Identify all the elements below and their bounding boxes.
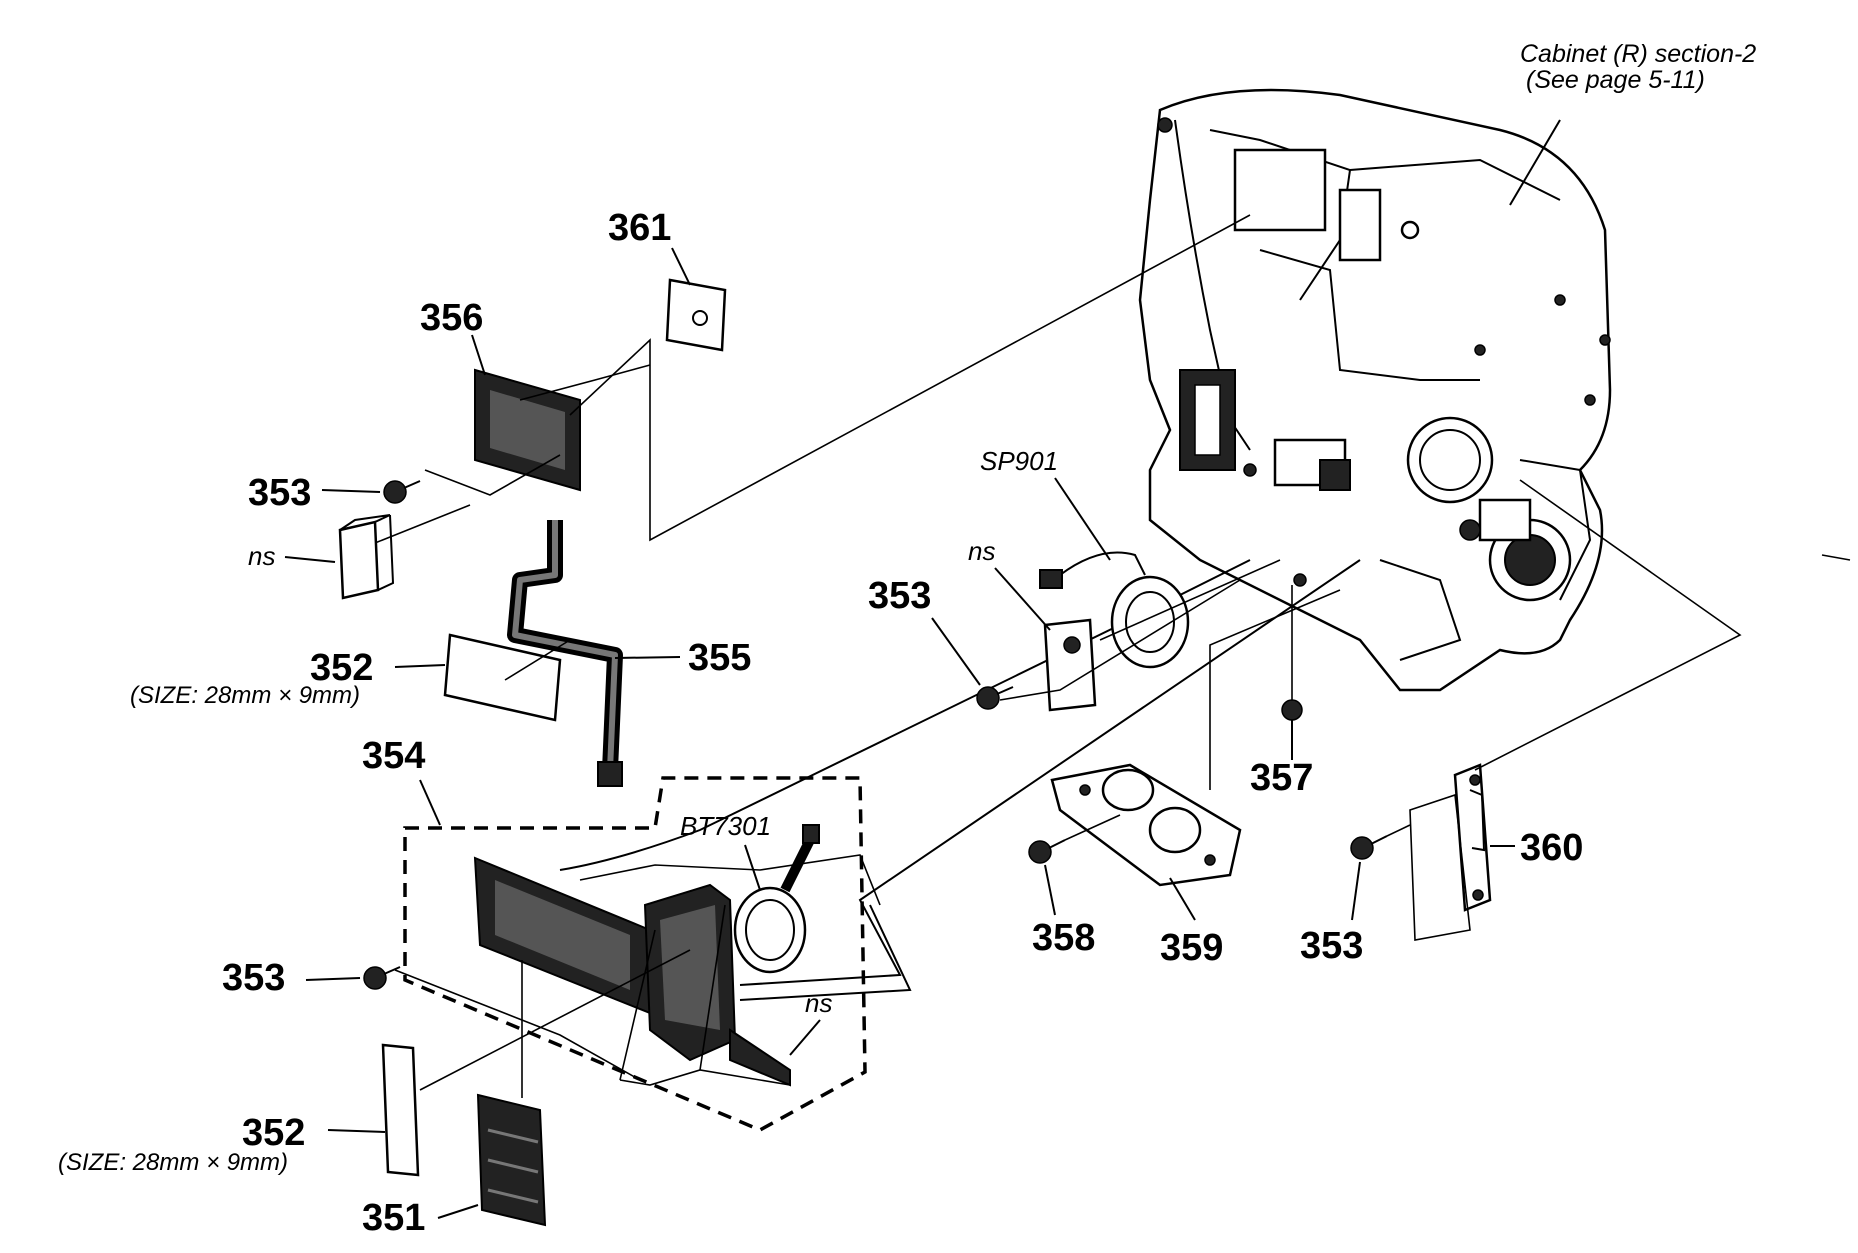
part-353-screw-a <box>383 480 421 504</box>
part-sp901-speaker <box>1039 551 1190 669</box>
leader-bt7301 <box>744 844 761 891</box>
part-353-screw-d <box>363 966 401 990</box>
assembly-line-359 <box>1209 589 1341 790</box>
label-352-b-size: (SIZE: 28mm × 9mm) <box>58 1149 288 1176</box>
leader-353-c <box>1351 861 1361 921</box>
part-361-plate <box>665 278 727 352</box>
assembly-354-boundary <box>403 776 867 1132</box>
cabinet-leader-line <box>1509 119 1561 206</box>
label-361: 361 <box>608 207 671 249</box>
leader-352-b <box>327 1129 386 1133</box>
leader-355 <box>614 656 681 659</box>
label-bt7301: BT7301 <box>680 811 771 841</box>
leader-356 <box>471 334 486 376</box>
assembly-line-sp901 <box>1099 559 1281 641</box>
label-359: 359 <box>1160 927 1223 969</box>
leader-ns-a <box>284 556 336 563</box>
label-ns-a: ns <box>248 541 275 571</box>
assembly-line-353-c <box>1386 824 1411 837</box>
label-353-c: 353 <box>1300 925 1363 967</box>
part-359-bracket <box>1050 763 1242 887</box>
assembly-line-354-a <box>579 854 881 906</box>
label-352-b: 352 <box>242 1112 305 1154</box>
part-ns-bracket-b <box>1043 618 1097 712</box>
label-352-a-size: (SIZE: 28mm × 9mm) <box>130 682 360 709</box>
assembly-line-354-e <box>419 949 691 1091</box>
assembly-line-354-cabinet-a <box>559 559 1251 871</box>
label-354: 354 <box>362 735 425 777</box>
assembly-line-352-a <box>504 639 571 681</box>
assembly-line-353-d <box>394 969 641 1081</box>
leader-ns-b <box>994 567 1051 631</box>
leader-361 <box>671 247 691 286</box>
cable-355-connector <box>597 761 623 787</box>
leader-353-b <box>931 617 981 686</box>
label-356: 356 <box>420 297 483 339</box>
leader-352-a <box>394 664 446 668</box>
label-ns-c: ns <box>805 988 832 1018</box>
assembly-line-353-b <box>999 579 1241 701</box>
label-358: 358 <box>1032 917 1095 959</box>
leader-359 <box>1169 877 1196 921</box>
leader-353-a <box>321 489 381 493</box>
part-ns-cushion-a <box>338 514 395 600</box>
label-352-a: 352 <box>310 647 373 689</box>
label-ns-b: ns <box>968 536 995 566</box>
leader-ns-c <box>789 1019 821 1056</box>
assembly-line-354-cabinet-b <box>739 559 1361 986</box>
part-352-sheet-b <box>381 1043 420 1177</box>
leader-354 <box>419 779 441 826</box>
assembly-line-354-cabinet-c <box>739 904 912 1001</box>
part-351-connector <box>476 1093 547 1227</box>
assembly-line-354-b <box>619 1069 791 1086</box>
label-357: 357 <box>1250 757 1313 799</box>
label-360: 360 <box>1520 827 1583 869</box>
assembly-line-356-361 <box>519 364 651 401</box>
assembly-line-ns-356 <box>369 504 471 546</box>
assembly-line-356-screw <box>424 454 561 496</box>
leader-358 <box>1044 864 1056 916</box>
part-356-board <box>474 368 581 492</box>
assembly-line-358 <box>1064 814 1121 841</box>
label-355: 355 <box>688 637 751 679</box>
label-353-b: 353 <box>868 575 931 617</box>
part-357-screw <box>1281 699 1303 740</box>
part-352-sheet-a <box>443 633 562 722</box>
leader-353-d <box>305 977 361 981</box>
label-353-d: 353 <box>222 957 285 999</box>
label-351: 351 <box>362 1197 425 1239</box>
leader-sp901 <box>1054 477 1111 561</box>
part-354-main-board <box>473 856 791 1087</box>
leader-351 <box>437 1204 479 1219</box>
part-bt7301-battery <box>733 824 820 974</box>
cabinet-note-line2: (See page 5-11) <box>1526 66 1705 94</box>
assembly-line-354-c <box>619 929 656 1081</box>
assembly-line-360-cabinet <box>1474 479 1742 771</box>
assembly-line-356-cabinet <box>569 214 1251 542</box>
part-353-screw-c <box>1350 835 1388 860</box>
cabinet-r-section <box>1138 88 1612 692</box>
label-sp901: SP901 <box>980 446 1058 476</box>
part-353-screw-b <box>976 686 1014 710</box>
assembly-line-360-box <box>1409 793 1471 941</box>
label-353-a: 353 <box>248 472 311 514</box>
cabinet-note-line1: Cabinet (R) section-2 <box>1520 40 1756 68</box>
edge-mark <box>1821 554 1851 561</box>
part-358-screw <box>1028 839 1066 864</box>
assembly-line-354-d <box>699 904 726 1071</box>
